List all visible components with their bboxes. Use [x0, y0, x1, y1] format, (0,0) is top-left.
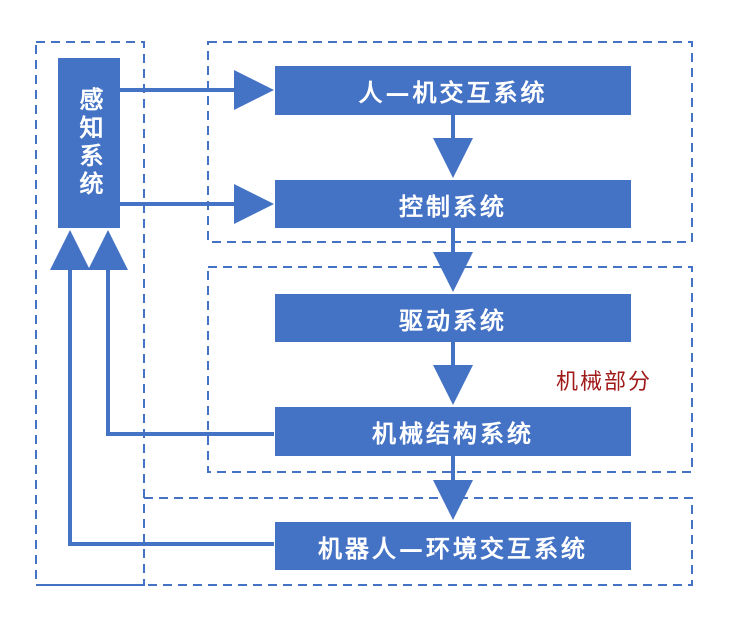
robot-environment-interaction-box: 机器人—环境交互系统: [275, 522, 631, 570]
perception-system-box: 感知系统: [58, 58, 120, 228]
drive-system-box: 驱动系统: [275, 294, 631, 342]
bottom-dashed-frame: [36, 497, 693, 586]
mechanical-part-label: 机械部分: [556, 370, 653, 395]
arrow-environment-feedback: [50, 230, 274, 546]
arrow-mechanical-feedback: [88, 230, 274, 436]
control-system-box: 控制系统: [275, 180, 631, 228]
mechanical-structure-system-box: 机械结构系统: [275, 407, 631, 456]
hmi-system-box: 人—机交互系统: [275, 66, 631, 115]
top-right-dashed-frame: [207, 41, 693, 243]
